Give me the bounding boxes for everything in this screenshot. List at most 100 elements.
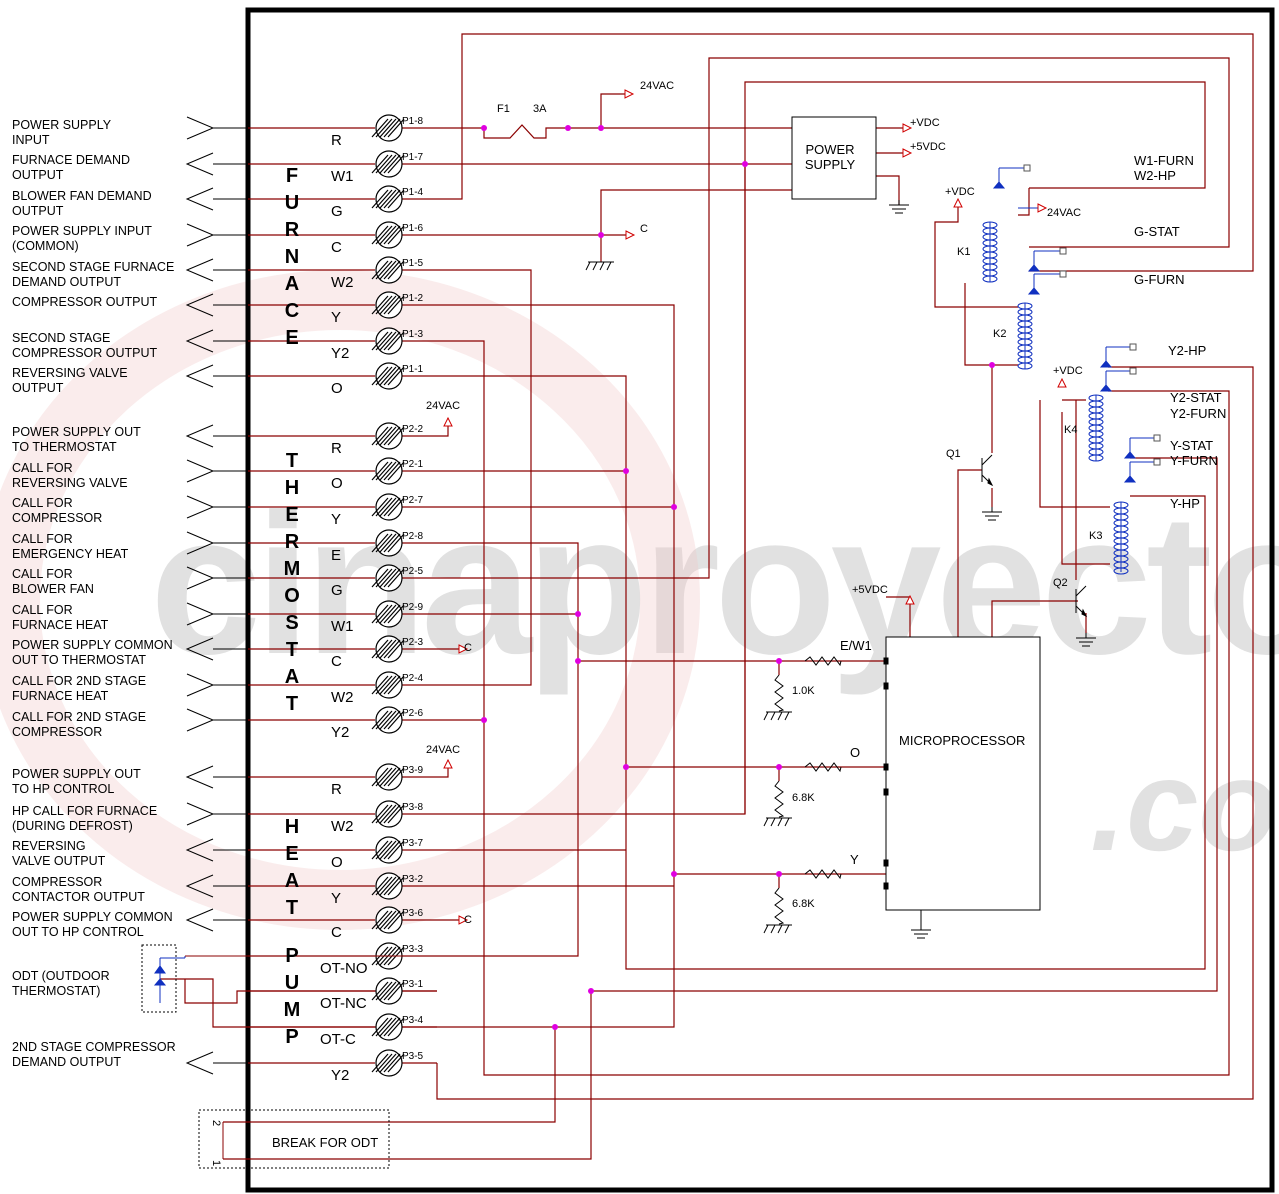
terminal-screw [371, 362, 405, 390]
section-furnace: F U R N A C E [284, 165, 300, 349]
vac24-label-p3: 24VAC [426, 744, 461, 756]
signal-arrow [186, 673, 248, 697]
vdc5-label-ps: +5VDC [910, 141, 946, 153]
resistor-6k8-b-label: 6.8K [792, 898, 815, 910]
connection-label: 2ND STAGE COMPRESSOR DEMAND OUTPUT [12, 1040, 176, 1069]
supply-arrow [905, 594, 915, 605]
vac24-label-k1: 24VAC [1047, 207, 1082, 219]
terminal-name: Y2 [331, 345, 350, 362]
terminal-screw [371, 1013, 405, 1041]
wires [160, 33, 1254, 1160]
resistor [804, 762, 842, 773]
connector-arrows [185, 116, 248, 1075]
signal-arrow [186, 495, 248, 519]
ground-symbol [911, 925, 931, 939]
pin-label: P2-9 [402, 602, 424, 613]
junction-dot [776, 764, 782, 770]
signal-arrow [186, 602, 248, 626]
junction-dot [623, 764, 629, 770]
supply-arrow [953, 197, 963, 208]
junction-dot [623, 468, 629, 474]
connection-label: BLOWER FAN DEMAND OUTPUT [12, 189, 152, 218]
signal-arrow [186, 223, 248, 247]
section-thermostat: T H E R M O S T A T [283, 450, 301, 715]
watermark-ring [0, 270, 700, 930]
terminal-screw [371, 763, 405, 791]
pin-label: P3-7 [402, 838, 424, 849]
ground-symbol [889, 200, 909, 214]
signal-arrow [185, 258, 248, 282]
pin-label: P1-4 [402, 187, 424, 198]
c-label-p2: C [464, 642, 472, 654]
pin-label: P2-6 [402, 708, 424, 719]
supply-arrow [1057, 377, 1067, 388]
wire [600, 93, 625, 128]
break-pin-2: 2 [210, 1119, 223, 1127]
signal-arrow [185, 152, 248, 176]
ic-pin [883, 859, 889, 867]
wire [437, 189, 792, 236]
k1-label: K1 [957, 246, 971, 258]
connection-label: CALL FOR COMPRESSOR [12, 496, 103, 525]
signal-arrow [185, 908, 248, 932]
connection-label: HP CALL FOR FURNACE (DURING DEFROST) [12, 804, 158, 833]
relay-y-stat: Y-STAT [1170, 438, 1214, 453]
wire [1018, 188, 1030, 216]
terminal-screw [371, 185, 405, 213]
pin-label: P2-3 [402, 637, 424, 648]
connection-label: CALL FOR 2ND STAGE FURNACE HEAT [12, 674, 147, 703]
pin-label: P1-3 [402, 329, 424, 340]
ground-symbol [763, 711, 792, 721]
relay-coil [1088, 394, 1104, 462]
relay-contact [1123, 434, 1161, 459]
ic-pin [883, 763, 889, 771]
k4-label: K4 [1064, 424, 1078, 436]
junction-dot [588, 988, 594, 994]
ground-symbol [763, 817, 792, 827]
signal-arrow [185, 424, 248, 448]
resistor [774, 780, 785, 818]
terminal-name: G [331, 582, 343, 599]
terminal-name: OT-NO [320, 960, 368, 977]
supply-arrow [902, 123, 913, 133]
pin-label: P3-6 [402, 908, 424, 919]
relay-contact [1027, 270, 1067, 295]
transistor [981, 454, 994, 487]
signal-arrow [186, 459, 248, 483]
junction-dot [776, 871, 782, 877]
wire [437, 57, 1230, 579]
relay-coil [1113, 501, 1129, 575]
terminal-name: W1 [331, 618, 354, 635]
relay-y2-stat: Y2-STAT [1170, 390, 1222, 405]
signal-arrow [185, 293, 248, 317]
connection-label: POWER SUPPLY OUT TO HP CONTROL [12, 767, 141, 796]
relay-y2-furn: Y2-FURN [1170, 406, 1227, 421]
pin-label: P3-9 [402, 765, 424, 776]
pin-label: P1-5 [402, 258, 424, 269]
vdc-label-k4: +VDC [1053, 365, 1083, 377]
wire [160, 978, 437, 1028]
connection-label: CALL FOR EMERGENCY HEAT [12, 532, 129, 561]
wire [436, 366, 1254, 1100]
break-pin-1: 1 [210, 1159, 223, 1167]
terminal-name: Y [331, 890, 342, 907]
terminal-name: W1 [331, 168, 354, 185]
watermark-suffix: .co [1090, 732, 1278, 878]
terminal-name: R [331, 781, 342, 798]
supply-arrow [458, 644, 469, 654]
watermark-text: cinaproyecto [150, 473, 1279, 696]
terminal-name: E [331, 547, 342, 564]
pin-label: P2-1 [402, 459, 424, 470]
junction-dot [575, 658, 581, 664]
relay-contact [1099, 367, 1137, 392]
relay-w2-hp: W2-HP [1134, 168, 1176, 183]
connection-label: CALL FOR REVERSING VALVE [12, 461, 128, 490]
terminal-name: R [331, 132, 342, 149]
connection-label: CALL FOR 2ND STAGE COMPRESSOR [12, 710, 147, 739]
terminal-screw [371, 422, 405, 450]
signal-arrow [185, 364, 248, 388]
junction-dot [598, 232, 604, 238]
relay-contact [1027, 247, 1067, 272]
supply-arrow [625, 230, 636, 240]
